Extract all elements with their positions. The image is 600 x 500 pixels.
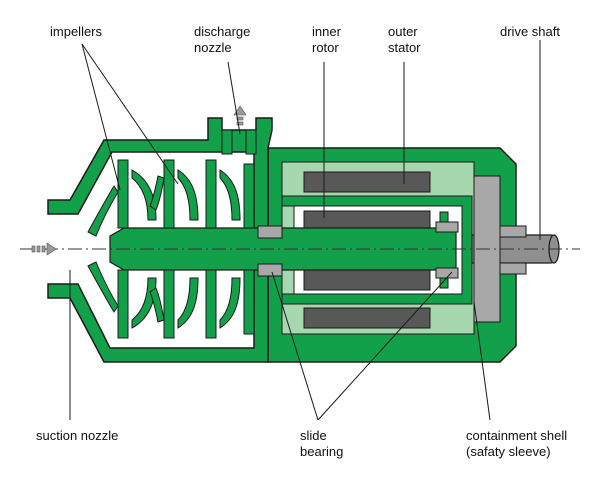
discharge-nozzle-right-wall: [245, 129, 257, 155]
discharge-flow-arrow: [233, 105, 247, 126]
label-drive-shaft: drive shaft: [500, 24, 560, 40]
label-discharge-line1: discharge: [194, 24, 251, 39]
leader-slide-bearing-b: [317, 271, 453, 421]
label-discharge-line2: nozzle: [194, 40, 232, 55]
label-discharge-nozzle: discharge nozzle: [194, 24, 250, 56]
leader-impellers-b: [81, 43, 179, 185]
label-slide-bearing-line1: slide: [300, 428, 327, 443]
discharge-nozzle-left-wall: [221, 129, 233, 155]
inner-rotor-magnet-bottom: [303, 269, 431, 291]
leader-lines: [69, 40, 541, 421]
label-inner-rotor-line2: rotor: [312, 40, 339, 55]
label-containment-shell-line2: (safaty sleeve): [466, 444, 551, 459]
impeller-stage-3: [205, 159, 255, 339]
label-containment-shell-line1: containment shell: [466, 428, 568, 443]
label-containment-shell: containment shell (safaty sleeve): [466, 428, 567, 460]
label-slide-bearing-line2: bearing: [300, 444, 344, 459]
label-suction-nozzle: suction nozzle: [36, 428, 118, 444]
shaft-seal-lower: [499, 262, 527, 275]
suction-flow-arrow: [31, 242, 57, 256]
outer-stator-magnet-top: [303, 171, 431, 193]
label-inner-rotor: inner rotor: [312, 24, 341, 56]
slide-bearing-front-top: [257, 225, 283, 239]
slide-bearing-rear-top: [435, 221, 459, 233]
outer-stator-magnet-bottom: [303, 307, 431, 329]
label-impellers: impellers: [50, 24, 102, 40]
leader-slide-bearing-a: [271, 271, 319, 421]
slide-bearing-rear-bottom: [435, 267, 459, 279]
leader-containment-shell: [473, 301, 491, 421]
label-impellers-line1: impellers: [50, 24, 103, 39]
impeller-stage-2: [149, 159, 199, 339]
impeller-stage-1: [87, 159, 157, 339]
label-suction-nozzle-line1: suction nozzle: [36, 428, 119, 443]
shaft-seal-upper: [499, 225, 527, 238]
leader-discharge-nozzle: [227, 61, 241, 135]
leader-impellers-a: [81, 43, 121, 191]
slide-bearing-front-bottom: [257, 263, 283, 277]
label-outer-stator-line2: stator: [388, 40, 421, 55]
label-outer-stator: outer stator: [388, 24, 421, 56]
label-drive-shaft-line1: drive shaft: [500, 24, 560, 39]
label-inner-rotor-line1: inner: [312, 24, 341, 39]
label-outer-stator-line1: outer: [388, 24, 418, 39]
label-slide-bearing: slide bearing: [300, 428, 343, 460]
